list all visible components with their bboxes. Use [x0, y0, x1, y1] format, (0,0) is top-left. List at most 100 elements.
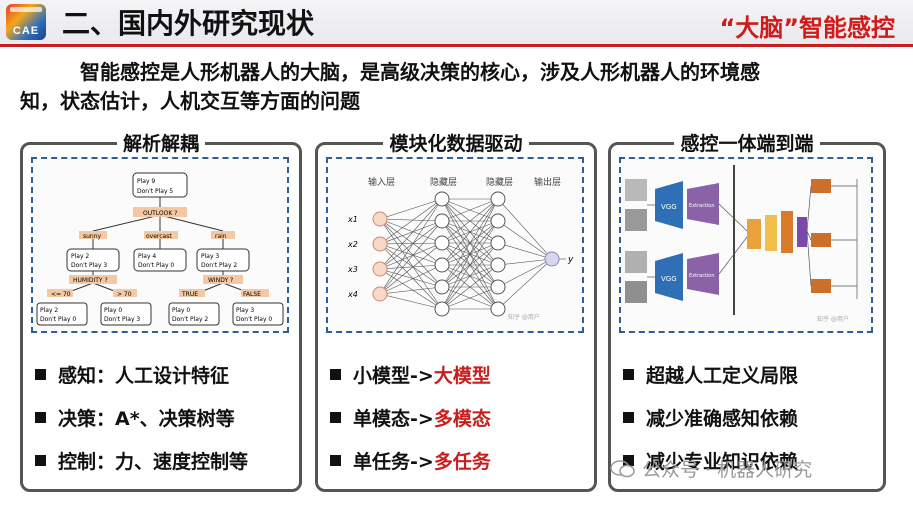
neural-network-diagram: 输入层 隐藏层 隐藏层 输出层 x1 x2 x3 x4 y 知乎 @用户	[347, 176, 574, 321]
tree-branch-overcast: overcast	[146, 233, 172, 240]
nn-node	[490, 235, 506, 251]
nn-input-label: x3	[347, 265, 358, 274]
tree-mid-dont: Don't Play 3	[71, 262, 107, 269]
tree-leaf-node	[168, 302, 220, 326]
bullet-text: 感知：人工设计特征	[58, 365, 230, 387]
nn-node	[490, 257, 506, 273]
nn-edge	[379, 268, 443, 288]
nn-edge	[379, 264, 443, 270]
vgg-block	[655, 181, 683, 229]
tree-branch-sunny: sunny	[83, 233, 102, 240]
bullet-text: 小模型->	[353, 365, 434, 387]
tree-h-branch: > 70	[117, 291, 132, 298]
nn-edge	[497, 198, 553, 260]
nn-input-label: x2	[347, 240, 358, 249]
tree-leaf-dont: Don't Play 0	[40, 316, 76, 323]
nn-edge	[379, 264, 443, 295]
bullet-item: 单模态->多模态	[330, 396, 491, 439]
bullet-square-icon	[330, 369, 341, 380]
camera-image-thumb	[625, 209, 647, 231]
camera-image-thumb	[625, 281, 647, 303]
bullet-square-icon	[623, 369, 634, 380]
tree-w-branch: TRUE	[181, 291, 198, 298]
bullet-item: 控制：力、速度控制等	[35, 439, 248, 482]
nn-edge	[379, 242, 443, 245]
camera-image-thumb	[625, 251, 647, 273]
feature-block	[747, 219, 761, 249]
section-tag: “大脑”智能感控	[719, 14, 895, 42]
tree-mid-dont: Don't Play 0	[138, 262, 174, 269]
nn-edge	[441, 198, 499, 266]
bullet-item: 感知：人工设计特征	[35, 353, 248, 396]
output-block	[811, 179, 831, 193]
intro-line-1: 智能感控是人形机器人的大脑，是高级决策的核心，涉及人形机器人的环境感	[80, 60, 760, 84]
nn-edge	[379, 242, 443, 270]
bullet-item: 减少准确感知依赖	[623, 396, 798, 439]
bullet-text: 单任务->	[353, 451, 434, 473]
nn-edge	[441, 264, 499, 310]
tree-mid-play: Play 2	[71, 253, 89, 260]
nn-edge	[497, 220, 553, 260]
wechat-icon	[610, 459, 635, 477]
nn-edge	[441, 286, 499, 310]
extraction-label: Extraction	[689, 273, 715, 279]
tree-root-dont: Don't Play 5	[137, 188, 173, 195]
tree-leaf-dont: Don't Play 3	[104, 316, 140, 323]
bullet-text: 决策：A*、决策树等	[58, 408, 235, 430]
vgg-label: VGG	[661, 275, 677, 283]
nn-edge	[379, 218, 443, 310]
bullet-item: 小模型->大模型	[330, 353, 491, 396]
nn-node	[544, 251, 560, 267]
tree-h-branch: <= 70	[51, 291, 71, 298]
tree-humidity-label: HUMIDITY ?	[73, 277, 108, 284]
page-title: 二、国内外研究现状	[62, 7, 315, 40]
panel-title: 模块化数据驱动	[383, 133, 529, 155]
tree-mid-node	[133, 248, 187, 272]
logo-text: CAE	[12, 25, 40, 37]
tree-branch-rain: rain	[215, 233, 227, 240]
panel-modular: 模块化数据驱动 输入层 隐藏层 隐藏层 输出层 x1 x2 x3 x4 y 知乎…	[315, 133, 597, 492]
wechat-watermark: 公众号 · 机器人研究	[610, 455, 812, 482]
nn-edge	[379, 198, 443, 270]
bullet-highlight: 大模型	[433, 365, 491, 387]
nn-layer-label: 隐藏层	[486, 176, 513, 188]
nn-node	[372, 236, 388, 252]
nn-edge	[379, 198, 443, 220]
extraction-label: Extraction	[689, 203, 715, 209]
bullet-text: 减少专业知识依赖	[646, 451, 799, 473]
vgg-block	[655, 253, 683, 301]
bullet-highlight: 多模态	[433, 408, 491, 430]
tree-leaf-play: Play 0	[172, 307, 190, 314]
output-block	[811, 233, 831, 247]
panel-bullets: 感知：人工设计特征 决策：A*、决策树等 控制：力、速度控制等	[35, 353, 248, 482]
header-bar: CAE 二、国内外研究现状 “大脑”智能感控	[0, 0, 913, 44]
panel-title: 解析解耦	[116, 133, 205, 155]
figure-watermark: 知乎 @用户	[817, 315, 849, 323]
vgg-label: VGG	[661, 203, 677, 211]
tree-leaf-node	[232, 302, 284, 326]
panel-bullets: 超越人工定义局限 减少准确感知依赖 减少专业知识依赖	[623, 353, 798, 482]
camera-image-thumb	[625, 179, 647, 201]
neural-network-figure: 输入层 隐藏层 隐藏层 输出层 x1 x2 x3 x4 y 知乎 @用户	[326, 157, 584, 333]
tree-leaf-node	[36, 302, 88, 326]
nn-edge	[441, 220, 499, 310]
nn-edge	[379, 218, 443, 288]
intro-paragraph: 智能感控是人形机器人的大脑，是高级决策的核心，涉及人形机器人的环境感 知，状态估…	[20, 58, 900, 116]
nn-edge	[441, 242, 499, 310]
bullet-square-icon	[35, 412, 46, 423]
feature-block	[797, 217, 807, 247]
bullet-square-icon	[35, 369, 46, 380]
nn-node	[372, 261, 388, 277]
nn-edge	[379, 242, 443, 295]
bullet-highlight: 多任务	[433, 451, 491, 473]
feature-block	[765, 215, 777, 251]
panel-end-to-end: 感控一体端到端 VGG VGG Extraction Extraction	[608, 133, 886, 492]
header-divider	[0, 44, 913, 47]
bullet-item: 决策：A*、决策树等	[35, 396, 248, 439]
output-block	[811, 279, 831, 293]
tree-root-node	[132, 172, 188, 198]
nn-edge	[441, 198, 499, 244]
end-to-end-diagram: VGG VGG Extraction Extraction	[625, 165, 858, 323]
decision-tree-diagram: Play 9 Don't Play 5 OUTLOOK ? sunny over…	[36, 172, 284, 326]
nn-edge	[379, 220, 443, 270]
